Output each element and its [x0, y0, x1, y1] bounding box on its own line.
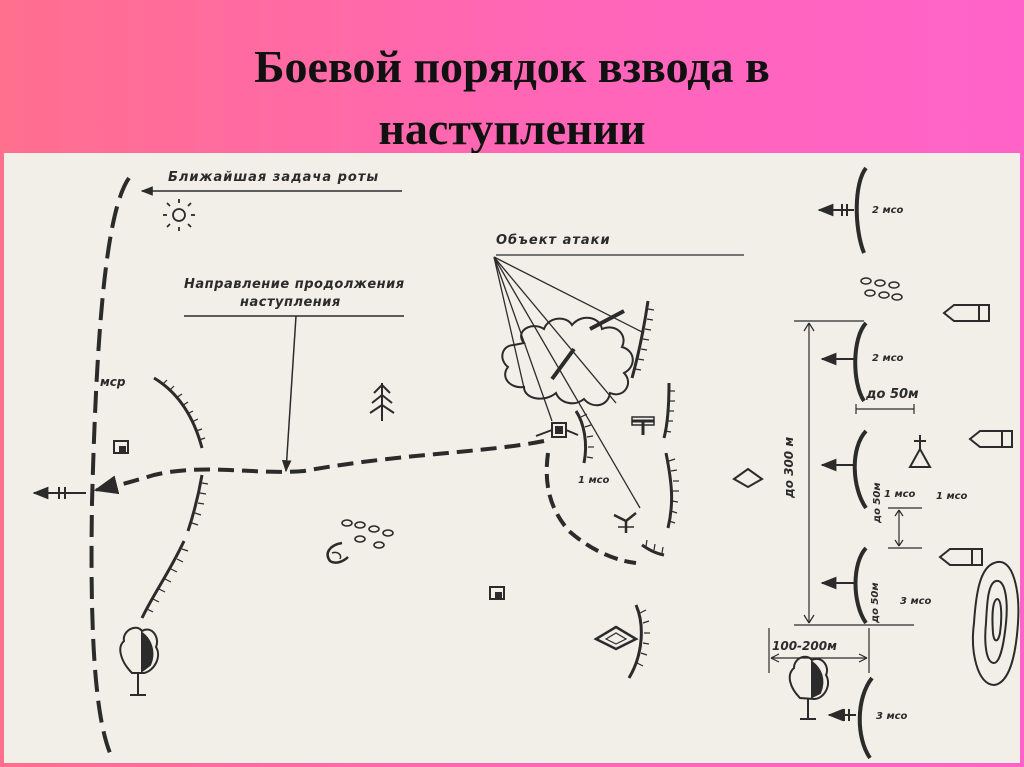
diagram-paper: Ближайшая задача роты Объект атаки Напра… — [4, 153, 1020, 763]
fir-tree-icon — [369, 383, 395, 421]
dist-50m-label-b: до 50м — [872, 482, 883, 523]
title-line-2: наступлении — [378, 103, 646, 154]
platoon-1mso-label: 1 мсо — [578, 475, 610, 486]
right-1mso-label: 1 мсо — [884, 489, 916, 500]
right-1mso-b-label: 1 мсо — [936, 491, 968, 502]
observation-symbol — [326, 541, 349, 564]
deciduous-tree-icon-right — [788, 655, 830, 720]
trench-left-middle — [186, 474, 209, 532]
target-mark-1 — [589, 309, 625, 331]
advance-direction-line — [95, 439, 545, 492]
continue-direction-label-1: Направление продолжения — [184, 277, 405, 292]
command-post-symbol — [535, 422, 579, 438]
trench-left-lower — [140, 540, 189, 619]
dist-50m-label-a: до 50м — [866, 387, 919, 402]
tactical-diagram — [32, 166, 1020, 760]
right-3mso-bottom-label: 3 мсо — [876, 711, 908, 722]
obstacle-dots — [341, 519, 394, 549]
right-2mso-top-label: 2 мсо — [872, 205, 904, 216]
weapon-symbol — [613, 512, 637, 533]
trench-lower-center — [627, 604, 650, 679]
attack-object-label: Объект атаки — [496, 233, 611, 248]
squad-3mso-bottom — [827, 676, 874, 760]
observation-post-icon — [908, 435, 932, 468]
t-obstacle-symbol — [631, 416, 655, 435]
squad-1mso-right — [820, 429, 868, 510]
marsh-contour-icon — [972, 560, 1020, 687]
sun-icon — [163, 199, 195, 231]
dimension-50m-vertical — [888, 507, 922, 549]
squad-2mso-mid — [820, 321, 868, 403]
squad-3mso-right — [820, 546, 868, 625]
deciduous-tree-icon-left — [119, 626, 160, 696]
right-formation-scheme — [768, 166, 1020, 760]
left-exit-arrow — [32, 486, 86, 500]
diamond-symbol-lower — [593, 625, 639, 651]
diamond-symbol-upper — [732, 467, 764, 489]
trench-center-3 — [664, 452, 679, 529]
dist-100-200m-label: 100-200м — [772, 639, 837, 653]
vehicle-icon-2 — [968, 430, 1013, 448]
trench-left-upper — [153, 376, 206, 449]
squad-2mso-top — [817, 166, 868, 254]
right-2mso-mid-label: 2 мсо — [872, 353, 904, 364]
vehicle-icon-1 — [942, 304, 990, 322]
direction-pointer — [184, 315, 404, 473]
right-obstacle-dots — [860, 277, 903, 301]
dist-50m-label-c: до 50м — [870, 582, 881, 623]
company-task-line — [89, 176, 402, 754]
continue-direction-label-2: наступления — [240, 295, 341, 310]
vehicle-icon-3 — [938, 548, 983, 566]
dimension-50m-horizontal — [855, 404, 915, 414]
title-line-1: Боевой порядок взвода в — [254, 41, 770, 92]
square-marker-1 — [113, 440, 129, 454]
nearest-task-label: Ближайшая задача роты — [168, 170, 380, 185]
dist-300m-label: до 300 м — [782, 436, 796, 498]
platoon-deployment-line — [544, 452, 637, 565]
right-3mso-label: 3 мсо — [900, 596, 932, 607]
dimension-300m — [794, 320, 914, 626]
page-title: Боевой порядок взвода в наступлении — [0, 36, 1024, 160]
target-mark-2 — [550, 347, 576, 381]
advance-arrow — [93, 475, 120, 495]
trench-center-4 — [641, 539, 665, 557]
square-marker-2 — [489, 586, 505, 600]
trench-center-2 — [662, 382, 675, 439]
attack-object-rays — [493, 254, 744, 509]
trench-center-1 — [574, 410, 594, 464]
msr-label: мср — [100, 375, 126, 389]
forest-area — [501, 316, 634, 407]
trench-forest-right — [630, 300, 655, 379]
